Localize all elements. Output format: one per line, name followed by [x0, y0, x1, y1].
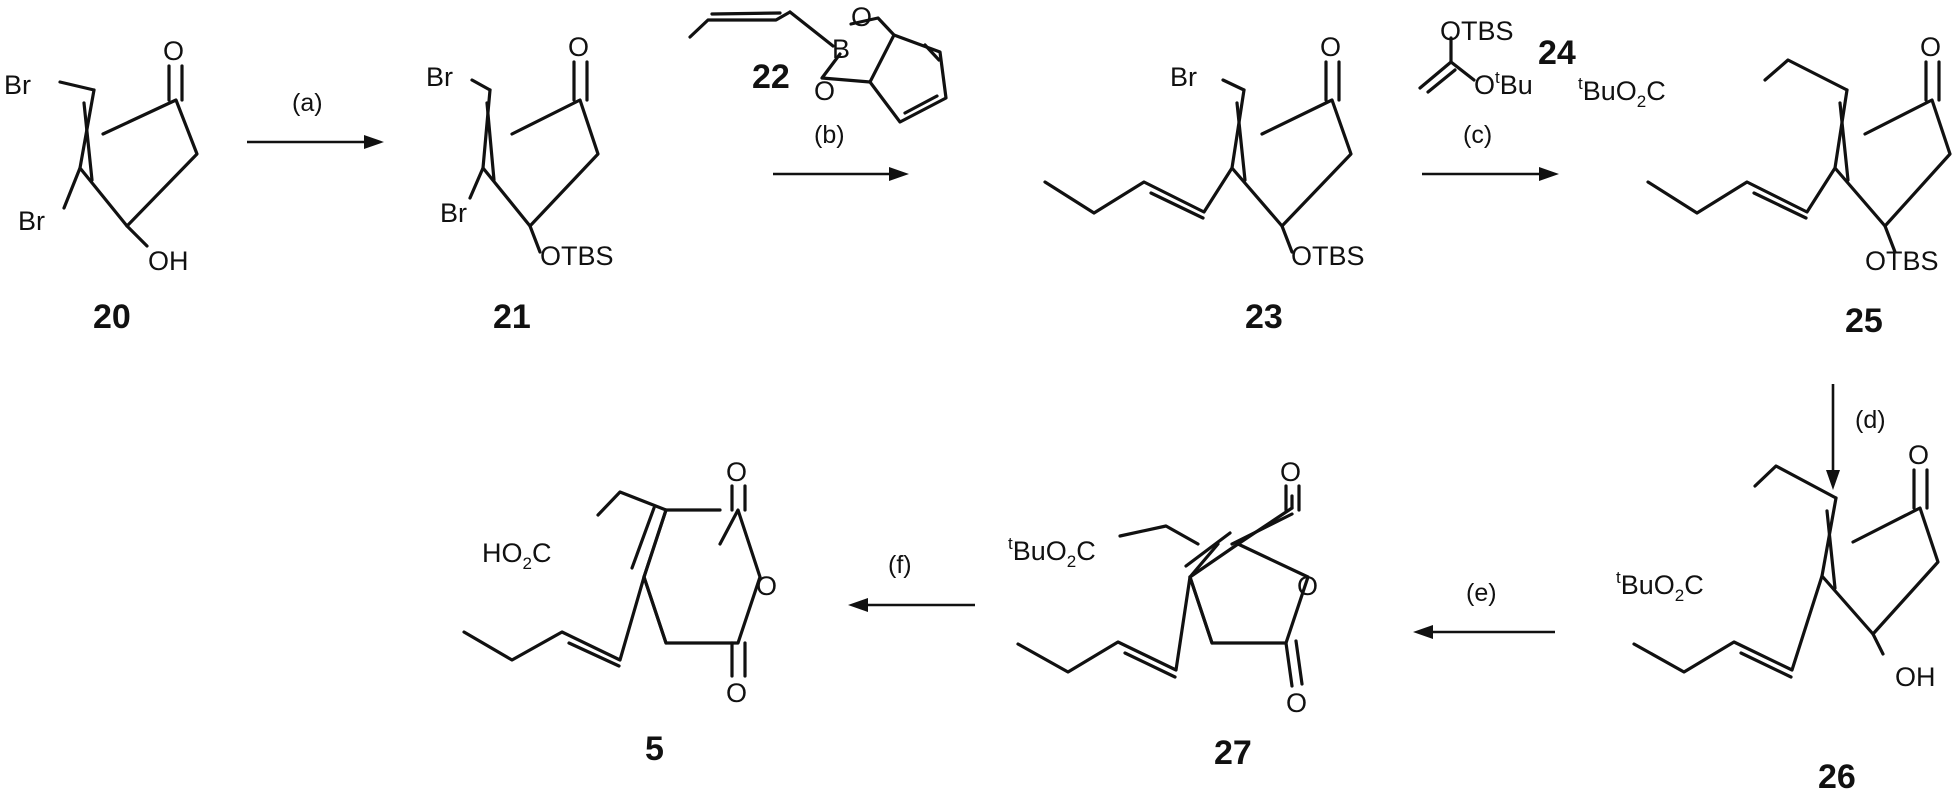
atom-o: OtBu [1474, 68, 1533, 100]
compound-24: OTBS OtBu 24 [1418, 16, 1576, 100]
step-label: (b) [814, 121, 845, 149]
atom-otbs: OTBS [540, 241, 614, 271]
atom-o: O [756, 571, 777, 601]
compound-5: O O O HO2C 5 [462, 457, 777, 768]
atom-o: O [1908, 440, 1929, 470]
reaction-arrow-b: (b) [773, 121, 909, 181]
atom-o: O [163, 36, 184, 66]
compound-20: O Br Br OH 20 [4, 36, 199, 336]
compound-25: O tBuO2C OTBS 25 [1578, 32, 1952, 340]
group-co2h: HO2C [482, 538, 551, 573]
step-label: (f) [888, 551, 912, 579]
compound-23: O Br OTBS 23 [1043, 32, 1365, 336]
atom-oh: OH [1895, 662, 1936, 692]
compound-27: O O O tBuO2C 27 [1008, 457, 1318, 772]
atom-o: O [851, 2, 872, 32]
step-label: (d) [1855, 406, 1886, 434]
step-label: (e) [1466, 579, 1497, 607]
atom-o: O [1920, 32, 1941, 62]
compound-21: O Br Br OTBS 21 [426, 32, 614, 336]
atom-oh: OH [148, 246, 189, 276]
atom-o: O [726, 457, 747, 487]
compound-number: 24 [1538, 34, 1576, 72]
reaction-arrow-c: (c) [1422, 121, 1559, 181]
compound-number: 20 [93, 298, 131, 336]
compound-number: 25 [1845, 302, 1883, 340]
compound-number: 27 [1214, 734, 1252, 772]
compound-number: 23 [1245, 298, 1283, 336]
compound-26: O tBuO2C OH 26 [1616, 440, 1940, 794]
atom-br: Br [440, 198, 467, 228]
atom-o: O [568, 32, 589, 62]
atom-br: Br [426, 62, 453, 92]
atom-o: O [1280, 457, 1301, 487]
atom-o: O [1286, 688, 1307, 718]
atom-br: Br [4, 70, 31, 100]
compound-22: B O O 22 [688, 2, 948, 124]
atom-o: O [1320, 32, 1341, 62]
compound-number: 21 [493, 298, 531, 336]
group-co2tbu: tBuO2C [1008, 534, 1096, 571]
atom-br: Br [1170, 62, 1197, 92]
atom-otbs: OTBS [1865, 246, 1939, 276]
atom-br: Br [18, 206, 45, 236]
reaction-arrow-a: (a) [247, 89, 384, 149]
group-co2tbu: tBuO2C [1616, 568, 1704, 605]
step-label: (a) [292, 89, 323, 117]
atom-otbs: OTBS [1440, 16, 1514, 46]
compound-number: 26 [1818, 758, 1856, 794]
atom-b: B [832, 34, 850, 64]
atom-o: O [1297, 571, 1318, 601]
atom-o: O [726, 678, 747, 708]
reaction-arrow-d: (d) [1826, 384, 1886, 490]
atom-otbs: OTBS [1291, 241, 1365, 271]
group-co2tbu: tBuO2C [1578, 74, 1666, 111]
compound-number: 5 [645, 730, 664, 768]
step-label: (c) [1463, 121, 1492, 149]
reaction-arrow-e: (e) [1413, 579, 1555, 639]
compound-number: 22 [752, 58, 790, 96]
reaction-arrow-f: (f) [848, 551, 975, 612]
atom-o: O [814, 76, 835, 106]
